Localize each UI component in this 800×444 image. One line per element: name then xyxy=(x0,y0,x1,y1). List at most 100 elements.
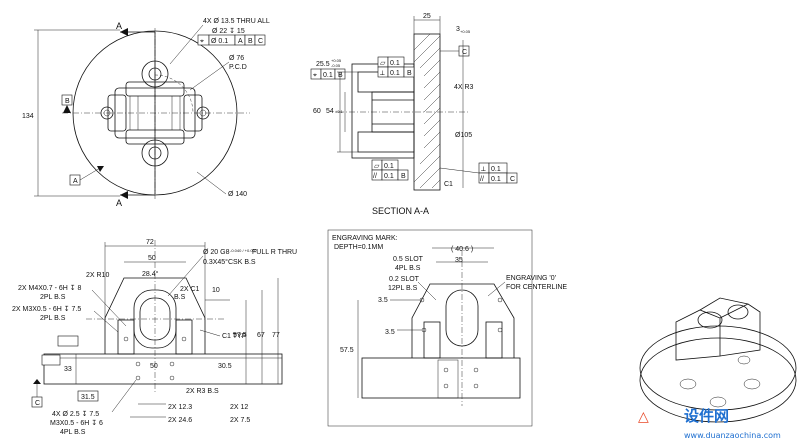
dim-25: 25 xyxy=(423,13,431,20)
datum-c-tag: C xyxy=(462,49,467,56)
dim-67: 67 xyxy=(257,332,265,339)
m4-note: 2X M4X0.7 - 6H ↧ 8 xyxy=(18,284,82,292)
svg-text:A: A xyxy=(73,178,78,185)
dim-57-5-engraving: 57.5 xyxy=(340,347,354,354)
dim-54: 54 xyxy=(326,108,334,115)
svg-text:C: C xyxy=(35,400,40,407)
svg-text:-0.040 / +0.007: -0.040 / +0.007 xyxy=(230,248,258,253)
slot-0-2: 0.2 SLOT xyxy=(389,276,420,283)
dim-2x-7-5: 2X 7.5 xyxy=(230,417,250,424)
radius-r10: 2X R10 xyxy=(86,272,109,279)
svg-text:B: B xyxy=(338,72,343,79)
section-title: SECTION A-A xyxy=(372,206,429,216)
pcd-value: Ø 76 xyxy=(229,55,244,62)
dim-134: 134 xyxy=(22,113,34,120)
chamfer-2x-c1: 2X C1 xyxy=(180,286,200,293)
dim-dia-140: Ø 140 xyxy=(228,191,247,198)
svg-text:DEPTH=0.1MM: DEPTH=0.1MM xyxy=(334,244,383,251)
svg-text:2PL B.S: 2PL B.S xyxy=(40,294,66,301)
pcd-label: P.C.D xyxy=(229,64,247,71)
dim-35: 35 xyxy=(455,257,463,264)
svg-text:⌖: ⌖ xyxy=(313,72,317,79)
svg-text:C: C xyxy=(258,38,263,45)
svg-text:B: B xyxy=(407,70,412,77)
svg-text:A: A xyxy=(238,38,243,45)
dim-57-5: 57.5 xyxy=(233,332,247,339)
svg-text:B: B xyxy=(401,173,406,180)
dim-2x-12: 2X 12 xyxy=(230,404,248,411)
svg-text:±0.1: ±0.1 xyxy=(335,109,344,114)
section-fcf-flatness: ▱ 0.1 xyxy=(377,56,405,68)
dim-77: 77 xyxy=(272,332,280,339)
isometric-view xyxy=(639,297,797,423)
svg-text:B.S: B.S xyxy=(174,294,186,301)
m3-note: 2X M3X0.5 - 6H ↧ 7.5 xyxy=(12,305,81,313)
svg-text://: // xyxy=(373,173,377,180)
svg-text:A: A xyxy=(116,198,122,208)
svg-text:B: B xyxy=(65,98,70,105)
c1-typ: C1 TYP xyxy=(222,333,247,340)
dim-24-6: 2X 24.6 xyxy=(168,417,192,424)
svg-text:⌖: ⌖ xyxy=(200,38,204,45)
engraving-zero-note: ENGRAVING '0' xyxy=(506,275,556,282)
front-view: 72 50 2X R10 28.4° Ø 20 G8 -0.040 / +0.0… xyxy=(12,239,297,436)
pin-note: 4X Ø 2.5 ↧ 7.5 xyxy=(52,410,99,418)
chamfer-c1: C1 xyxy=(444,181,453,188)
section-fcf-right: ⟂ 0.1 // 0.1 C xyxy=(439,162,518,184)
dim-3-5-top: 3.5 xyxy=(378,297,388,304)
dim-50: 50 xyxy=(148,255,156,262)
engraving-view: ENGRAVING MARK: DEPTH=0.1MM ( 40.6 ) 35 … xyxy=(327,229,567,427)
svg-text:△: △ xyxy=(638,409,649,425)
svg-text:0.1: 0.1 xyxy=(491,166,501,173)
svg-text:0.1: 0.1 xyxy=(384,173,394,180)
svg-text:Ø 0.1: Ø 0.1 xyxy=(211,38,228,45)
dim-dia-105: Ø105 xyxy=(455,132,472,139)
radius-r3: 2X R3 B.S xyxy=(186,388,219,395)
datum-b-tag: B xyxy=(61,94,73,113)
svg-text:A: A xyxy=(116,21,122,31)
svg-text:C: C xyxy=(510,176,515,183)
watermark: △ 设件网 www.duanzaochina.com xyxy=(638,407,781,440)
dim-3: 3 xyxy=(456,26,460,33)
datum-a-tag: A xyxy=(69,166,104,186)
svg-text:0.1: 0.1 xyxy=(384,163,394,170)
svg-text:FULL R THRU: FULL R THRU xyxy=(252,249,297,256)
svg-text:-0.05: -0.05 xyxy=(331,63,341,68)
section-fcf-perp: ⟂ 0.1 B xyxy=(377,66,415,78)
svg-text:4PL B.S: 4PL B.S xyxy=(395,265,421,272)
bore-note: Ø 20 G8 xyxy=(203,249,230,256)
section-arrow-bottom: A xyxy=(116,191,155,208)
dim-3-5-bottom: 3.5 xyxy=(385,329,395,336)
dim-30-5: 30.5 xyxy=(218,363,232,370)
watermark-brand: 设件网 xyxy=(684,407,729,425)
svg-text:+0.05: +0.05 xyxy=(460,29,471,34)
svg-text:12PL B.S: 12PL B.S xyxy=(388,285,418,292)
dim-33: 33 xyxy=(64,366,72,373)
holes-cbore-note: Ø 22 ↧ 15 xyxy=(212,27,245,35)
dim-31-5: 31.5 xyxy=(81,394,95,401)
svg-text:FOR CENTERLINE: FOR CENTERLINE xyxy=(506,284,567,291)
dim-60: 60 xyxy=(313,108,321,115)
dim-25-5: 25.5 xyxy=(316,61,330,68)
angle-28-4: 28.4° xyxy=(142,270,159,278)
svg-text:0.1: 0.1 xyxy=(323,72,333,79)
svg-text:▱: ▱ xyxy=(374,163,380,170)
bore-csk-note: 0.3X45°CSK B.S xyxy=(203,258,256,266)
holes-position-fcf: ⌖ Ø 0.1 A B C xyxy=(197,34,266,46)
watermark-url: www.duanzaochina.com xyxy=(684,431,781,440)
svg-text:M3X0.5 - 6H ↧ 6: M3X0.5 - 6H ↧ 6 xyxy=(50,419,103,427)
dim-72: 72 xyxy=(146,239,154,246)
datum-c-front-tag: C xyxy=(31,379,43,408)
svg-text:0.1: 0.1 xyxy=(390,70,400,77)
svg-text:0.1: 0.1 xyxy=(390,60,400,67)
svg-text:⟂: ⟂ xyxy=(481,166,486,173)
dim-10: 10 xyxy=(212,287,220,294)
section-view: 25 3 +0.05 C 25.5 +0.05 -0.05 ⌖ 0.1 B ▱ … xyxy=(310,13,518,216)
svg-text:B: B xyxy=(248,38,253,45)
svg-text:▱: ▱ xyxy=(380,60,386,67)
dim-12-3: 2X 12.3 xyxy=(168,404,192,411)
svg-text:4PL B.S: 4PL B.S xyxy=(60,429,86,436)
slot-0-5: 0.5 SLOT xyxy=(393,256,424,263)
svg-text:0.1: 0.1 xyxy=(491,176,501,183)
